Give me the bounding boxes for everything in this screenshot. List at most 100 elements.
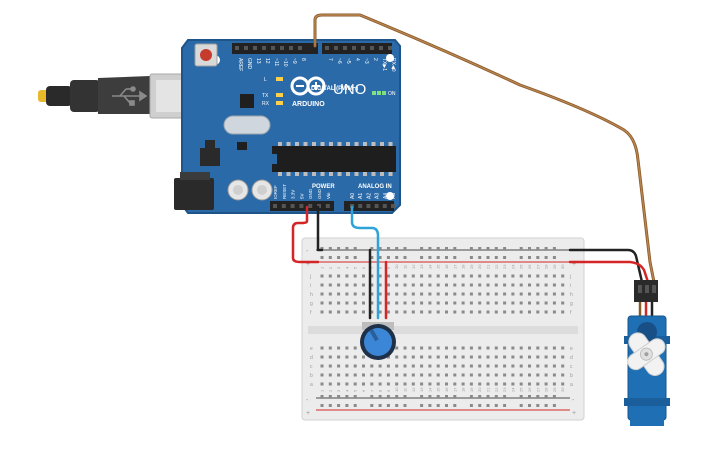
- column-number: 3: [336, 389, 341, 392]
- digital-pin-label: 8: [300, 58, 306, 61]
- row-letter: j: [309, 274, 311, 280]
- column-number: 12: [411, 264, 416, 269]
- analog-pin-label: A5: [391, 193, 397, 199]
- analog-pin-label: A3: [375, 193, 381, 199]
- rail-plus-label: +: [306, 261, 310, 268]
- row-letter: h: [310, 292, 313, 298]
- brand-label: ARDUINO: [292, 101, 325, 108]
- gnd-wire: [316, 205, 324, 252]
- column-number: 24: [510, 264, 515, 269]
- analog-pin-label: A2: [366, 193, 372, 199]
- rail-plus-label-right: +: [572, 261, 576, 268]
- row-letter: f: [310, 310, 312, 316]
- column-number: 11: [403, 264, 408, 269]
- power-pin-label: GND: [308, 188, 313, 199]
- column-number: 13: [419, 387, 424, 392]
- analog-pin-label: A1: [358, 193, 364, 199]
- breadboard[interactable]: - + - + - + - + 112233445566778899101011…: [301, 237, 585, 421]
- servo-horn[interactable]: [615, 322, 677, 385]
- row-letter: e: [310, 346, 313, 352]
- column-number: 3: [336, 266, 341, 269]
- dc-power-jack: [174, 172, 214, 210]
- servo-motor[interactable]: [615, 280, 677, 426]
- column-number: 7: [369, 389, 374, 392]
- column-number: 24: [510, 387, 515, 392]
- column-number: 14: [427, 264, 432, 269]
- model-label: UNO: [333, 81, 366, 98]
- column-number: 5: [353, 266, 358, 269]
- column-number: 30: [560, 387, 565, 392]
- column-number: 25: [519, 264, 524, 269]
- digital-pin-label: 2: [372, 58, 378, 61]
- row-letter: i: [570, 283, 571, 289]
- row-letter: a: [310, 382, 313, 388]
- column-number: 16: [444, 264, 449, 269]
- mounting-hole: [386, 192, 394, 200]
- column-number: 30: [560, 264, 565, 269]
- column-number: 17: [452, 264, 457, 269]
- column-number: 21: [486, 387, 491, 392]
- digital-pin-label: ~11: [273, 58, 279, 66]
- wires: [291, 13, 656, 320]
- column-number: 21: [486, 264, 491, 269]
- column-number: 12: [411, 387, 416, 392]
- column-number: 23: [502, 264, 507, 269]
- column-number: 19: [469, 264, 474, 269]
- a0-wire: [350, 205, 380, 320]
- rail-plus-label-bottom-right: +: [572, 410, 576, 417]
- rail-minus-label: -: [306, 248, 309, 255]
- column-number: 8: [378, 266, 383, 269]
- usb-cable: [38, 73, 189, 119]
- rail-minus-label-right: -: [572, 248, 575, 255]
- power-pin-label: IOREF: [273, 185, 278, 199]
- column-number: 6: [361, 266, 366, 269]
- analog-label: ANALOG IN: [358, 184, 392, 190]
- digital-pin-label: ~6: [336, 58, 342, 64]
- column-number: 4: [344, 266, 349, 269]
- column-number: 19: [469, 387, 474, 392]
- voltage-regulator: [200, 148, 220, 166]
- column-number: 1: [320, 266, 325, 269]
- row-letter: c: [310, 364, 313, 370]
- atmega-chip: [272, 142, 396, 176]
- on-led: ON: [372, 91, 396, 97]
- column-number: 4: [344, 389, 349, 392]
- digital-pin-label: GND: [246, 58, 252, 70]
- digital-pin-label: 7: [327, 58, 333, 61]
- arduino-logo: [290, 76, 326, 96]
- crystal-oscillator: [223, 115, 271, 135]
- row-letter: e: [570, 346, 573, 352]
- rail-plus-label-bottom: +: [306, 410, 310, 417]
- digital-pin-label: ~5: [345, 58, 351, 64]
- column-number: 2: [328, 266, 333, 269]
- breadboard-labels: 1122334455667788991010111112121313141415…: [309, 264, 573, 392]
- usb-icon: [112, 86, 148, 106]
- power-pin-label: GND: [317, 188, 322, 199]
- row-letter: d: [310, 355, 313, 361]
- row-letter: g: [310, 301, 313, 307]
- reset-button[interactable]: [194, 43, 218, 67]
- led-indicators: L TX RX: [262, 77, 283, 107]
- mounting-hole: [386, 54, 394, 62]
- column-number: 10: [394, 387, 399, 392]
- digital-pin-label: 12: [264, 58, 270, 64]
- column-number: 8: [378, 389, 383, 392]
- column-number: 29: [552, 387, 557, 392]
- column-number: 15: [436, 264, 441, 269]
- column-number: 22: [494, 264, 499, 269]
- column-number: 11: [403, 387, 408, 392]
- column-number: 18: [461, 387, 466, 392]
- column-number: 22: [494, 387, 499, 392]
- column-number: 29: [552, 264, 557, 269]
- analog-pin-label: A0: [350, 193, 356, 199]
- row-letter: b: [570, 373, 573, 379]
- column-number: 23: [502, 387, 507, 392]
- usb-chip: [240, 94, 254, 108]
- row-letter: f: [570, 310, 572, 316]
- column-number: 6: [361, 389, 366, 392]
- row-letter: c: [570, 364, 573, 370]
- potentiometer[interactable]: [360, 322, 396, 360]
- digital-pin-label: AREF: [237, 58, 243, 71]
- row-letter: b: [310, 373, 313, 379]
